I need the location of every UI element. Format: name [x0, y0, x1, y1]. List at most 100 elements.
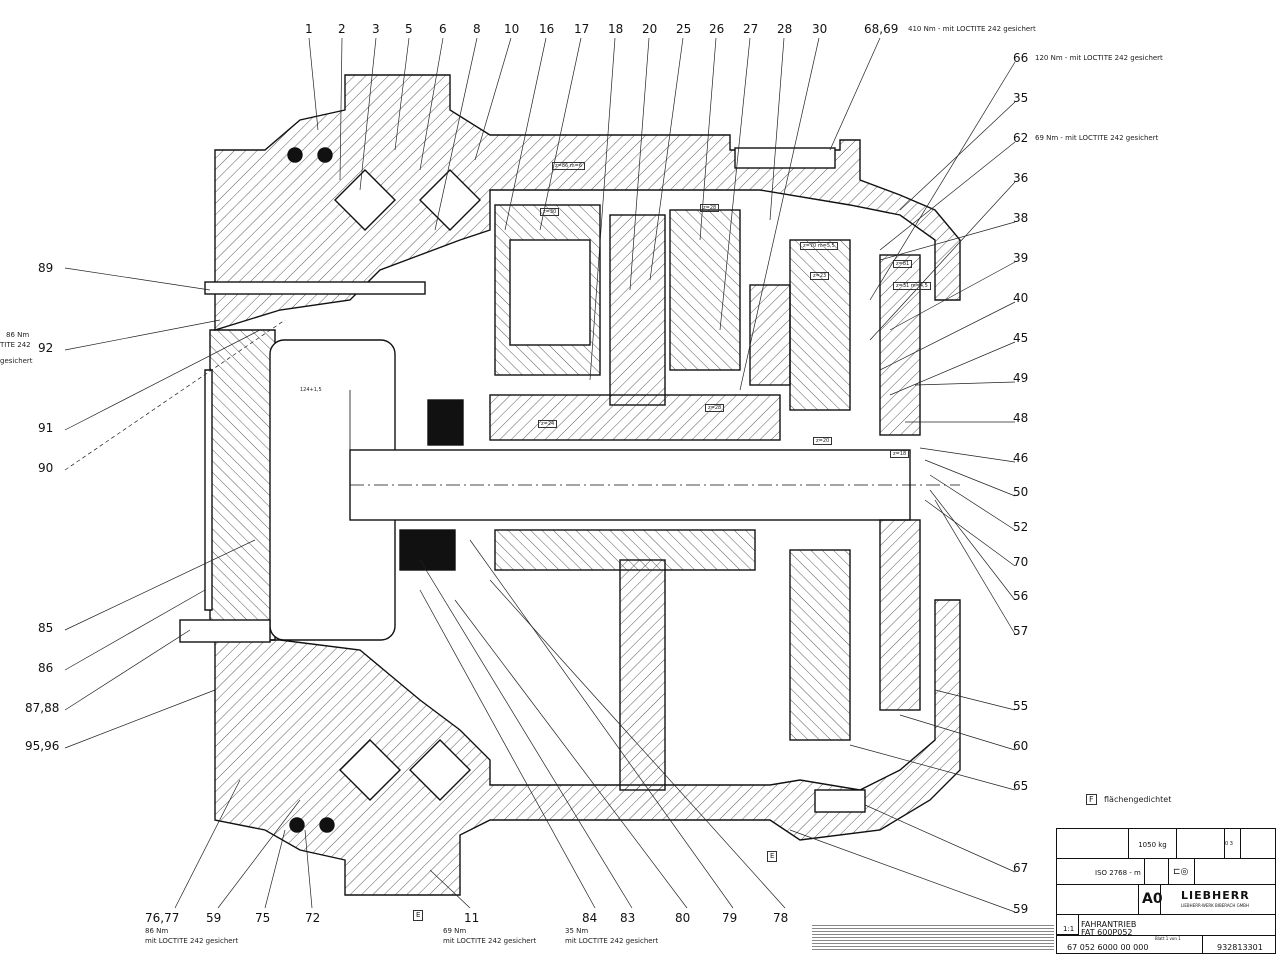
- callout-84: 84: [582, 911, 598, 925]
- callout-10: 10: [504, 22, 520, 36]
- callout-27: 27: [743, 22, 759, 36]
- callout-40: 40: [1013, 291, 1029, 305]
- bearing-upper-left: [334, 169, 396, 231]
- callout-3: 3: [372, 22, 380, 36]
- index: 0 3: [1225, 829, 1241, 859]
- callout-59-right: 59: [1013, 902, 1029, 916]
- callout-80: 80: [675, 911, 691, 925]
- planet-gear-3: [789, 239, 851, 411]
- bolt-87-88: [179, 619, 271, 643]
- gear-tag: z=20: [813, 437, 833, 445]
- callout-18: 18: [608, 22, 624, 36]
- projection-symbol-icon: ⊏◎: [1169, 859, 1195, 885]
- callout-95-96: 95,96: [25, 739, 60, 753]
- callout-1: 1: [305, 22, 313, 36]
- e-marker-housing: E: [767, 851, 778, 862]
- callout-5: 5: [405, 22, 413, 36]
- company-name: LIEBHERR-WERK BIBERACH GMBH: [1181, 903, 1249, 908]
- title-2: FAT 600P052: [1081, 928, 1133, 937]
- callout-16: 16: [539, 22, 555, 36]
- callout-52: 52: [1013, 520, 1029, 534]
- planet-lower-4: [879, 519, 921, 711]
- bolt-68-69: [734, 147, 836, 169]
- gear-tag: z=24: [538, 420, 558, 428]
- callout-17: 17: [574, 22, 590, 36]
- title-1: FAHRANTRIEB: [1081, 920, 1137, 929]
- callout-45: 45: [1013, 331, 1029, 345]
- e-marker-bottom: E: [413, 910, 424, 921]
- callout-72: 72: [305, 911, 321, 925]
- callout-92: 92: [38, 341, 54, 355]
- bearing-lower-left: [339, 739, 401, 801]
- note-92-torque: 86 Nm: [6, 331, 30, 339]
- note-84-torque: 35 Nm: [565, 927, 589, 935]
- callout-75: 75: [255, 911, 271, 925]
- note-92-secured: gesichert: [0, 357, 33, 365]
- callout-25: 25: [676, 22, 692, 36]
- note-11-loctite: mit LOCTITE 242 gesichert: [443, 937, 537, 945]
- gear-tag: z=70 m=5,5: [800, 242, 838, 250]
- note-92-loctite: TITE 242: [0, 341, 31, 349]
- callout-79: 79: [722, 911, 738, 925]
- note-62: 69 Nm - mit LOCTITE 242 gesichert: [1035, 134, 1159, 142]
- callout-78: 78: [773, 911, 789, 925]
- callout-59-bottom: 59: [206, 911, 222, 925]
- carrier-2: [749, 284, 791, 386]
- callout-48: 48: [1013, 411, 1029, 425]
- housing-upper: [214, 74, 961, 331]
- callout-35: 35: [1013, 91, 1029, 105]
- note-66: 120 Nm - mit LOCTITE 242 gesichert: [1035, 54, 1163, 62]
- left-flange: [204, 369, 213, 611]
- callout-83: 83: [620, 911, 636, 925]
- callout-20: 20: [642, 22, 658, 36]
- callout-56: 56: [1013, 589, 1029, 603]
- bearing-upper-right: [419, 169, 481, 231]
- bearing-lower-right: [409, 739, 471, 801]
- gear-tag: z=30: [540, 208, 560, 216]
- callout-11: 11: [464, 911, 480, 925]
- callout-62: 62: [1013, 131, 1029, 145]
- gear-tag: z=18: [890, 450, 910, 458]
- callout-6: 6: [439, 22, 447, 36]
- callout-46: 46: [1013, 451, 1029, 465]
- left-cover: [209, 329, 276, 641]
- sheet: Blatt 1 von 1: [1155, 936, 1181, 941]
- callout-90: 90: [38, 461, 54, 475]
- housing-lower: [214, 599, 961, 896]
- callout-68-69: 68,69: [864, 22, 899, 36]
- callout-57: 57: [1013, 624, 1029, 638]
- callout-91: 91: [38, 421, 54, 435]
- liebherr-logo: LIEBHERR: [1181, 889, 1250, 902]
- gear-tag: z=86 m=6: [552, 162, 586, 170]
- gear-tag: z=31 m=4,5: [893, 282, 931, 290]
- callout-89: 89: [38, 261, 54, 275]
- callout-30: 30: [812, 22, 828, 36]
- planet-lower-3: [789, 549, 851, 741]
- title-block: 1050 kg 0 3 ISO 2768 - m ⊏◎ A0 LIEBHERR …: [1056, 828, 1276, 954]
- gear-tag: z=28: [705, 404, 725, 412]
- weight: 1050 kg: [1129, 829, 1177, 859]
- f-marker: F: [1086, 794, 1097, 805]
- callout-85: 85: [38, 621, 54, 635]
- callout-60: 60: [1013, 739, 1029, 753]
- callout-65: 65: [1013, 779, 1029, 793]
- callout-55: 55: [1013, 699, 1029, 713]
- callout-50: 50: [1013, 485, 1029, 499]
- callout-36: 36: [1013, 171, 1029, 185]
- callout-67: 67: [1013, 861, 1029, 875]
- callout-87-88: 87,88: [25, 701, 60, 715]
- callout-70: 70: [1013, 555, 1029, 569]
- bolt-89: [204, 281, 426, 295]
- id-number: 932813301: [1217, 943, 1263, 952]
- tolerance: ISO 2768 - m: [1057, 859, 1145, 885]
- gear-tag: z=81: [893, 260, 913, 268]
- gear-tag: z=28: [700, 204, 720, 212]
- legal-notice-text-block: [812, 925, 1054, 952]
- callout-38: 38: [1013, 211, 1029, 225]
- planet-gear-4: [879, 254, 921, 436]
- callout-66: 66: [1013, 51, 1029, 65]
- callout-76-77: 76,77: [145, 911, 180, 925]
- callout-26: 26: [709, 22, 725, 36]
- carrier-1: [609, 214, 666, 406]
